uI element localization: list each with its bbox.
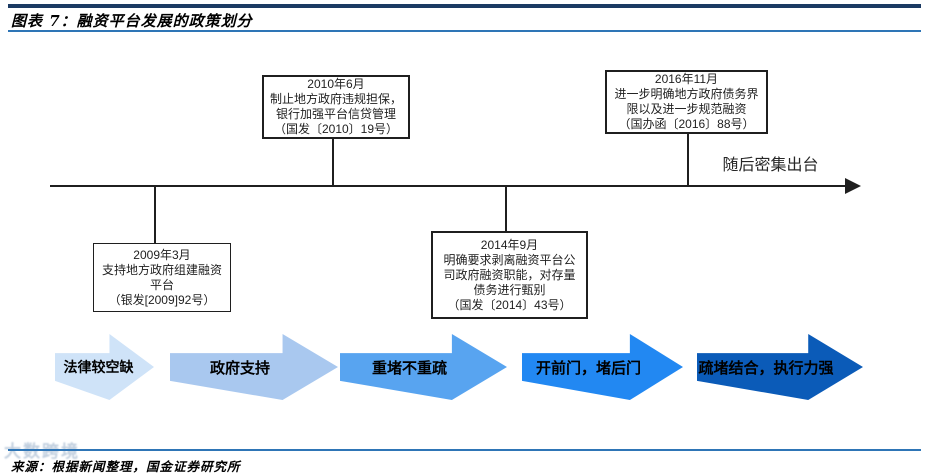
event-box-2016: 2016年11月 进一步明确地方政府债务界 限以及进一步规范融资 （国办函〔20… xyxy=(605,70,768,134)
stage-label-1: 法律较空缺 xyxy=(63,359,134,375)
event-text-2016: 2016年11月 进一步明确地方政府债务界 限以及进一步规范融资 （国办函〔20… xyxy=(614,72,759,131)
stage-arrow-4: 开前门，堵后门 xyxy=(522,334,683,400)
event-text-2014: 2014年9月 明确要求剥离融资平台公 司政府融资职能，对存量 债务进行甄别 （… xyxy=(443,237,576,312)
event-text-2009: 2009年3月 支持地方政府组建融资 平台 （银发[2009]92号） xyxy=(101,247,222,307)
timeline-annotation: 随后密集出台 xyxy=(722,157,819,174)
stage-arrow-5: 疏堵结合，执行力强 xyxy=(697,334,863,400)
connector-2016 xyxy=(687,133,689,186)
header-rule-dark xyxy=(8,4,921,8)
event-box-2009: 2009年3月 支持地方政府组建融资 平台 （银发[2009]92号） xyxy=(93,243,231,312)
timeline-axis xyxy=(50,185,847,187)
source-note: 来源：根据新闻整理，国金证券研究所 xyxy=(11,459,241,474)
event-box-2014: 2014年9月 明确要求剥离融资平台公 司政府融资职能，对存量 债务进行甄别 （… xyxy=(431,231,588,319)
event-box-2010: 2010年6月 制止地方政府违规担保， 银行加强平台信贷管理 （国发〔2010〕… xyxy=(262,75,410,139)
watermark: 大数跨境 xyxy=(4,442,80,461)
connector-2010 xyxy=(332,138,334,186)
stage-arrow-3: 重堵不重疏 xyxy=(340,334,507,400)
connector-2014 xyxy=(505,187,507,232)
footer-rule-blue xyxy=(8,449,921,451)
timeline-arrowhead-icon xyxy=(845,178,861,194)
stage-label-3: 重堵不重疏 xyxy=(371,359,447,377)
figure-title: 图表 7：融资平台发展的政策划分 xyxy=(11,12,253,30)
event-text-2010: 2010年6月 制止地方政府违规担保， 银行加强平台信贷管理 （国发〔2010〕… xyxy=(269,77,402,136)
connector-2009 xyxy=(154,187,156,244)
stage-label-5: 疏堵结合，执行力强 xyxy=(698,359,834,377)
stage-arrow-2: 政府支持 xyxy=(170,334,338,400)
stage-arrow-1: 法律较空缺 xyxy=(55,334,154,400)
header-rule-blue xyxy=(8,30,921,32)
stage-label-2: 政府支持 xyxy=(209,359,270,377)
stage-label-4: 开前门，堵后门 xyxy=(535,359,641,377)
